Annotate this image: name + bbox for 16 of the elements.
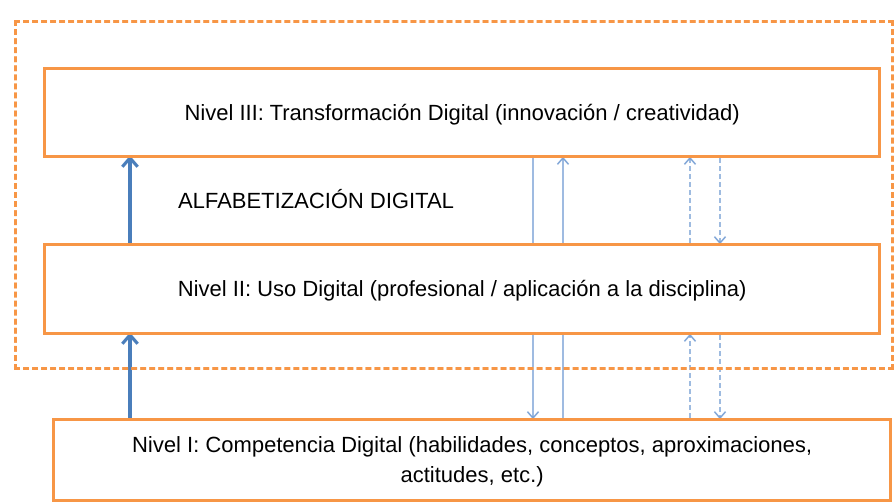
- level-box: [43, 243, 881, 335]
- arrow: [120, 156, 140, 243]
- level-text: Nivel I: Competencia Digital (habilidades, conceptos, aproximaciones, actitudes, etc.): [131, 431, 813, 489]
- arrow: [714, 335, 726, 419]
- dashed-group-frame: [14, 20, 894, 370]
- arrow: [120, 333, 140, 418]
- group-label: ALFABETIZACIÓN DIGITAL: [178, 188, 454, 214]
- arrow: [556, 157, 570, 243]
- level-box: [43, 67, 881, 158]
- arrow: [684, 157, 696, 243]
- arrow: [526, 335, 540, 419]
- arrow: [684, 334, 696, 418]
- level-text: Nivel III: Transformación Digital (innovación / creatividad): [183, 98, 741, 127]
- arrow: [714, 158, 726, 244]
- level-box: [52, 418, 892, 502]
- level-text: Nivel II: Uso Digital (profesional / aplicación a la disciplina): [176, 275, 748, 304]
